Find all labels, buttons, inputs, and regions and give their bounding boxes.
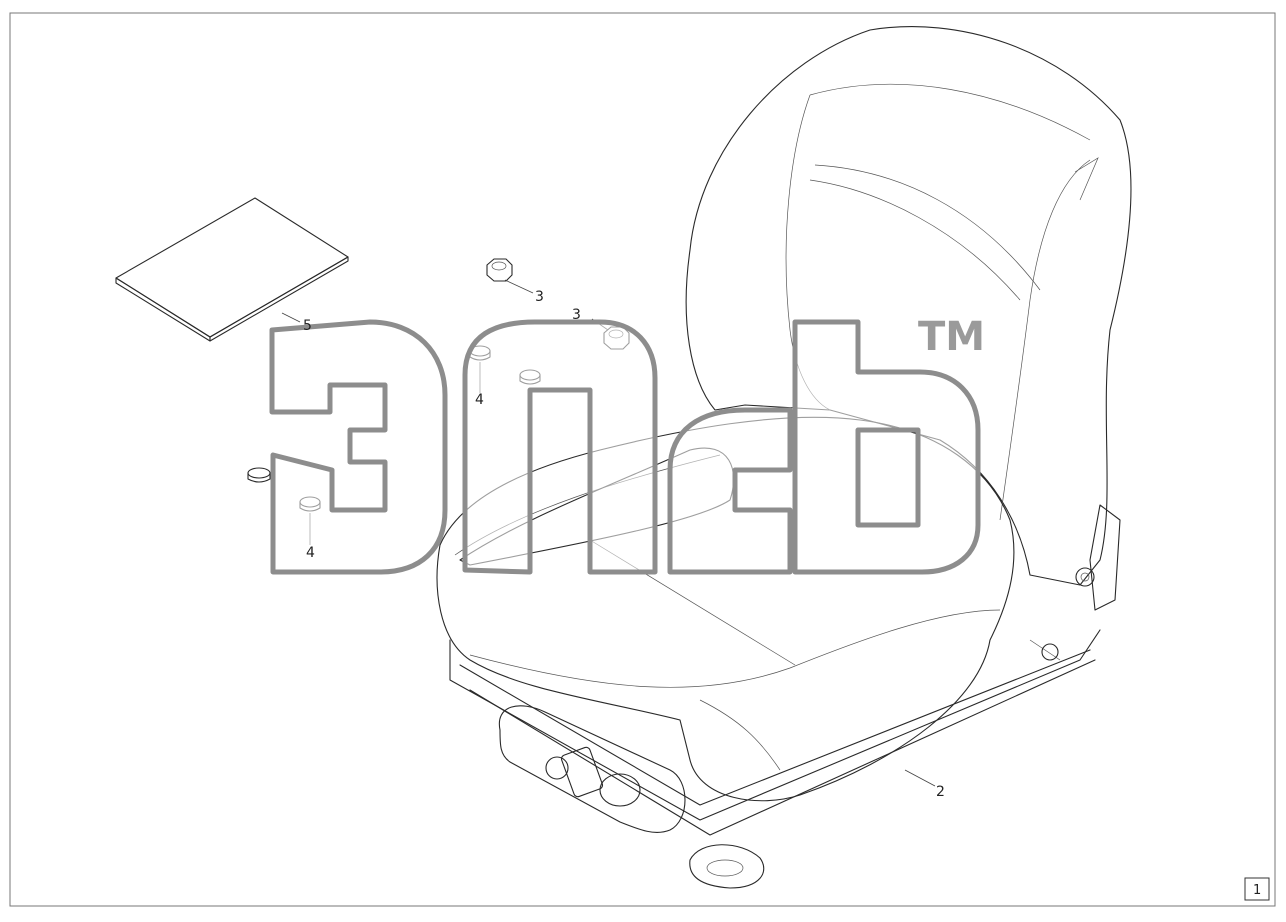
drawing-frame: [9, 12, 1276, 907]
nut-part-upper: [486, 258, 513, 282]
callout-label-3-upper: 3: [535, 289, 544, 305]
watermark-letter-1: [269, 319, 448, 575]
callout-label-4-lower: 4: [306, 545, 315, 561]
callout-label-4-upper: 4: [475, 392, 484, 408]
callout-label-3-lower: 3: [572, 307, 581, 323]
leader-3a: [504, 279, 534, 294]
leader-5: [281, 312, 301, 323]
cap-part-3: [247, 467, 271, 483]
watermark-letter-4: [792, 319, 981, 575]
page-number: 1: [1253, 883, 1261, 898]
page-number-box: [1244, 877, 1270, 901]
leader-2: [904, 769, 936, 787]
callout-label-2: 2: [936, 784, 945, 800]
booklet-part: [115, 197, 349, 342]
callout-label-5: 5: [303, 318, 312, 334]
watermark-letter-2: [462, 319, 658, 575]
watermark-tm: TM: [918, 314, 985, 360]
watermark-logo: TM: [269, 314, 985, 575]
watermark-letter-3: [667, 407, 793, 575]
